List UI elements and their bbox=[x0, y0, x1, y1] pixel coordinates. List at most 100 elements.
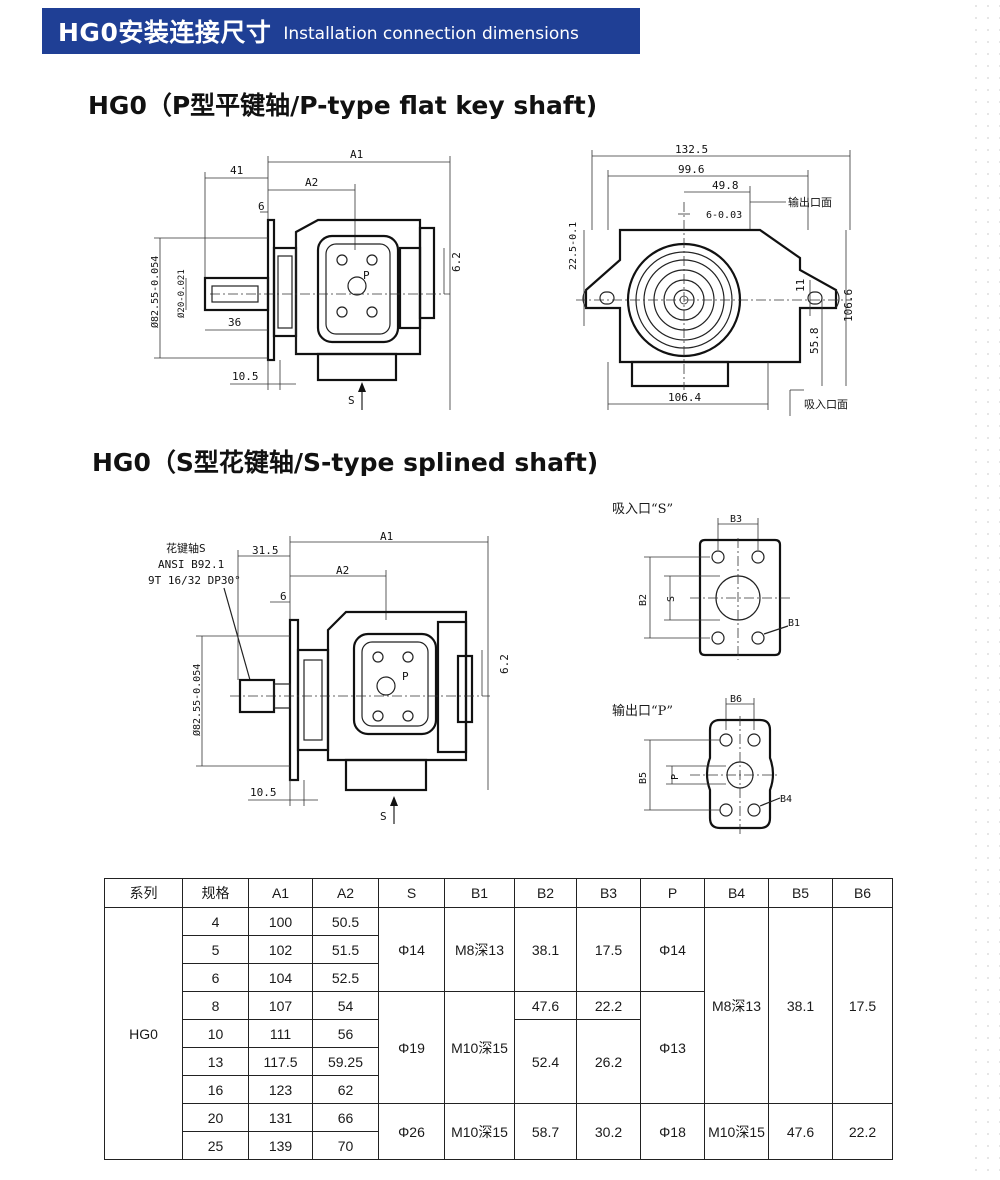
a1-cell: 131 bbox=[248, 1103, 313, 1132]
spec-cell: 4 bbox=[182, 907, 249, 936]
spec-table: 系列 规格 A1 A2 S B1 B2 B3 P B4 B5 B6 HG0 4 … bbox=[104, 878, 893, 1160]
table-row: 10 111 56 52.4 26.2 bbox=[105, 1019, 893, 1104]
a2-cell: 56 bbox=[312, 1019, 379, 1048]
dotted-edge-decoration bbox=[970, 0, 1000, 1180]
col-header: A1 bbox=[248, 878, 313, 908]
p-dim-dia82: Ø82.55-0.054 bbox=[149, 256, 161, 328]
p-dim-dia20: Ø20-0.021 bbox=[176, 269, 187, 318]
front-inlet-face-label: 吸入口面 bbox=[804, 398, 848, 411]
p-dim-6-2: 6.2 bbox=[450, 252, 463, 272]
table-header-row: 系列 规格 A1 A2 S B1 B2 B3 P B4 B5 B6 bbox=[104, 878, 893, 908]
col-header: B4 bbox=[704, 878, 769, 908]
b4-cell: M10深15 bbox=[704, 1103, 769, 1160]
table-row: 8 107 54 Φ19 M10深15 47.6 22.2 Φ13 bbox=[105, 991, 893, 1104]
s-dim-6-2: 6.2 bbox=[498, 654, 511, 674]
front-dim-132-5: 132.5 bbox=[675, 143, 708, 156]
col-header: B3 bbox=[576, 878, 641, 908]
p-type-front-view-drawing: 132.5 99.6 49.8 6-0.03 输出口面 22.5-0.1 11 … bbox=[568, 143, 855, 416]
b6-cell: 17.5 bbox=[832, 907, 893, 1104]
front-dim-6-tol: 6-0.03 bbox=[706, 210, 742, 221]
suction-b2: B2 bbox=[638, 594, 649, 606]
p-port-p: P bbox=[363, 269, 370, 282]
b3-cell: 26.2 bbox=[576, 1019, 641, 1104]
spec-cell: 8 bbox=[182, 991, 249, 1020]
table-row: HG0 4 100 50.5 Φ14 M8深13 38.1 17.5 Φ14 M… bbox=[104, 907, 893, 1160]
s-dim-10-5: 10.5 bbox=[250, 786, 277, 799]
table-row: 20 131 66 Φ26 M10深15 58.7 30.2 Φ18 M10深1… bbox=[105, 1103, 893, 1160]
front-dim-49-8: 49.8 bbox=[712, 179, 739, 192]
suction-s: S bbox=[666, 596, 677, 602]
col-header: B5 bbox=[768, 878, 833, 908]
a1-cell: 111 bbox=[248, 1019, 313, 1048]
a2-cell: 50.5 bbox=[312, 907, 379, 936]
b4-cell: M8深13 bbox=[704, 907, 769, 1104]
b3-cell: 22.2 bbox=[576, 991, 641, 1020]
a2-cell: 52.5 bbox=[312, 963, 379, 992]
a1-cell: 123 bbox=[248, 1075, 313, 1104]
header-banner: HG0安装连接尺寸 Installation connection dimens… bbox=[42, 8, 640, 54]
a1-cell: 139 bbox=[248, 1131, 313, 1160]
b2-cell: 58.7 bbox=[514, 1103, 577, 1160]
a1-cell: 117.5 bbox=[248, 1047, 313, 1076]
front-dim-99-6: 99.6 bbox=[678, 163, 705, 176]
b3-cell: 17.5 bbox=[576, 907, 641, 992]
outlet-b6: B6 bbox=[730, 694, 742, 705]
table-row: 16 123 62 bbox=[105, 1075, 893, 1104]
s-cell: Φ19 bbox=[378, 991, 445, 1104]
p-type-side-view-drawing: A1 41 A2 6 P 36 Ø82.55-0.054 Ø20-0.021 6… bbox=[149, 148, 463, 410]
s-port-s-arrow: S bbox=[380, 810, 387, 823]
header-title-cn: HG0安装连接尺寸 bbox=[58, 18, 272, 47]
header-title-en: Installation connection dimensions bbox=[283, 24, 579, 44]
s-dim-a2: A2 bbox=[336, 564, 349, 577]
b2-cell: 52.4 bbox=[514, 1019, 577, 1104]
front-dim-22-5: 22.5-0.1 bbox=[568, 222, 579, 270]
section-title-p-type: HG0（P型平键轴/P-type flat key shaft) bbox=[88, 91, 598, 120]
s-dim-31-5: 31.5 bbox=[252, 544, 279, 557]
front-dim-106-4: 106.4 bbox=[668, 391, 701, 404]
suction-b1: B1 bbox=[788, 618, 800, 629]
spec-cell: 16 bbox=[182, 1075, 249, 1104]
p-dim-36: 36 bbox=[228, 316, 241, 329]
s-dim-a1: A1 bbox=[380, 530, 393, 543]
suction-port-label: 吸入口“S” bbox=[612, 502, 674, 517]
a1-cell: 107 bbox=[248, 991, 313, 1020]
b5-cell: 47.6 bbox=[768, 1103, 833, 1160]
p-cell: Φ14 bbox=[640, 907, 705, 992]
p-dim-10-5: 10.5 bbox=[232, 370, 259, 383]
b3-cell: 30.2 bbox=[576, 1103, 641, 1160]
a1-cell: 102 bbox=[248, 935, 313, 964]
b2-cell: 38.1 bbox=[514, 907, 577, 992]
spline-std-label: ANSI B92.1 bbox=[158, 558, 224, 571]
s-type-side-view-drawing: 花键轴S ANSI B92.1 9T 16/32 DP30° A1 31.5 A… bbox=[148, 530, 511, 824]
s-dim-dia82: Ø82.55-0.054 bbox=[191, 664, 203, 736]
a2-cell: 62 bbox=[312, 1075, 379, 1104]
p-dim-41: 41 bbox=[230, 164, 243, 177]
a2-cell: 54 bbox=[312, 991, 379, 1020]
a1-cell: 104 bbox=[248, 963, 313, 992]
col-header: B6 bbox=[832, 878, 893, 908]
spec-cell: 10 bbox=[182, 1019, 249, 1048]
s-cell: Φ14 bbox=[378, 907, 445, 992]
b6-cell: 22.2 bbox=[832, 1103, 893, 1160]
spec-cell: 20 bbox=[182, 1103, 249, 1132]
outlet-p: P bbox=[670, 774, 681, 780]
p-dim-6: 6 bbox=[258, 200, 265, 213]
col-header: A2 bbox=[312, 878, 379, 908]
col-header: B1 bbox=[444, 878, 515, 908]
b1-cell: M10深15 bbox=[444, 991, 515, 1104]
b1-cell: M10深15 bbox=[444, 1103, 515, 1160]
suction-port-drawing: B3 B2 S B1 bbox=[638, 514, 800, 660]
spline-name-label: 花键轴S bbox=[166, 541, 206, 555]
a2-cell: 59.25 bbox=[312, 1047, 379, 1076]
spec-cell: 25 bbox=[182, 1131, 249, 1160]
table-row: 6 104 52.5 bbox=[105, 963, 893, 992]
p-dim-a2: A2 bbox=[305, 176, 318, 189]
front-dim-11: 11 bbox=[794, 279, 807, 292]
p-cell: Φ18 bbox=[640, 1103, 705, 1160]
a2-cell: 70 bbox=[312, 1131, 379, 1160]
spec-cell: 6 bbox=[182, 963, 249, 992]
table-row: 25 139 70 bbox=[105, 1131, 893, 1160]
table-row: 5 102 51.5 bbox=[105, 935, 893, 964]
b2-cell: 47.6 bbox=[514, 991, 577, 1020]
outlet-b4: B4 bbox=[780, 794, 792, 805]
